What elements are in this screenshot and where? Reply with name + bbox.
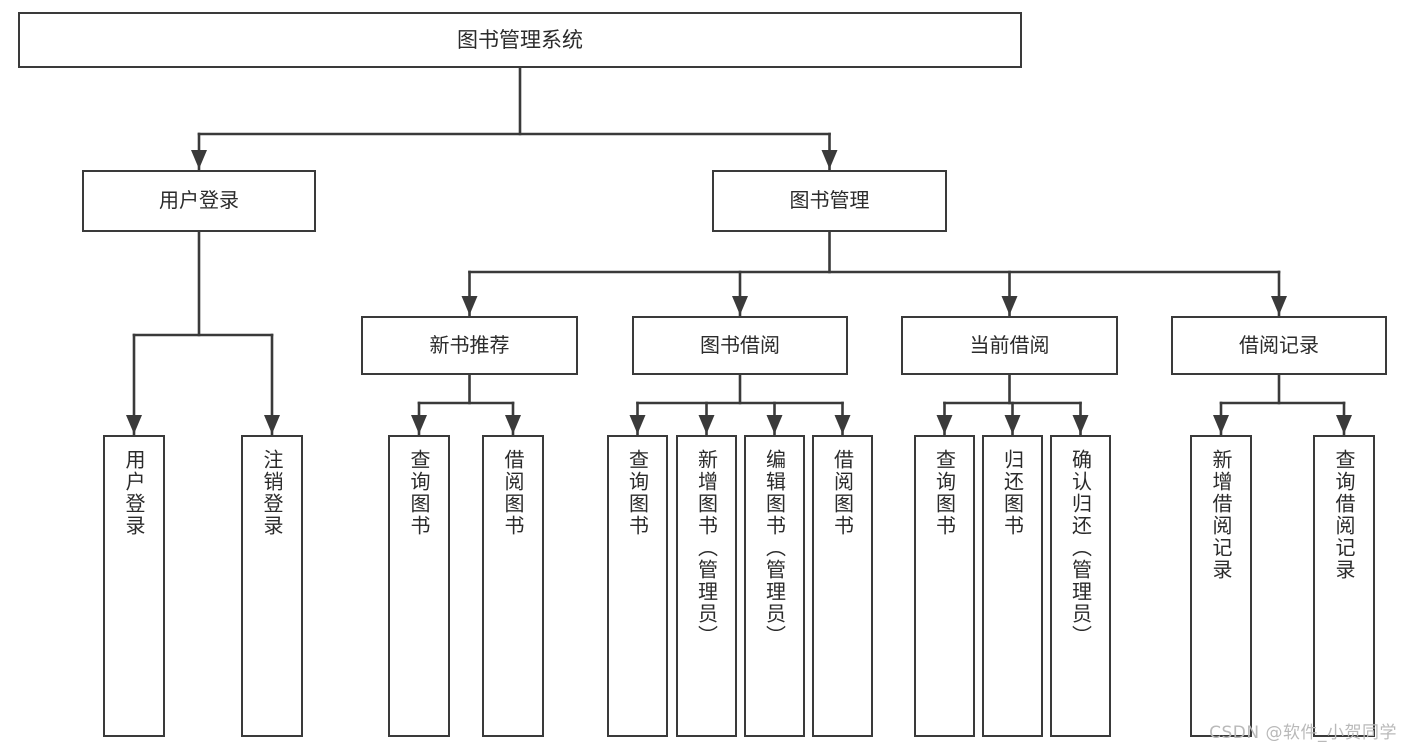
node-leaf-query-record-label: 查询借阅记录 <box>1332 449 1356 581</box>
node-book-manage[interactable]: 图书管理 <box>712 170 947 232</box>
node-leaf-user-logout[interactable]: 注销登录 <box>241 435 303 737</box>
node-book-manage-label: 图书管理 <box>789 188 870 213</box>
node-leaf-return-book[interactable]: 归还图书 <box>982 435 1043 737</box>
node-leaf-borrow-book-2-label: 借阅图书 <box>830 449 855 537</box>
node-leaf-query-book-3-label: 查询图书 <box>932 449 957 537</box>
node-book-borrow-label: 图书借阅 <box>700 332 780 357</box>
node-leaf-add-book-label: 新增图书（管理员） <box>694 449 719 647</box>
node-leaf-query-record[interactable]: 查询借阅记录 <box>1313 435 1375 737</box>
node-leaf-query-book-2-label: 查询图书 <box>625 449 650 537</box>
node-leaf-add-record-label: 新增借阅记录 <box>1209 449 1233 581</box>
node-leaf-return-book-label: 归还图书 <box>1000 449 1025 537</box>
node-user-login-label: 用户登录 <box>159 188 239 213</box>
csdn-watermark: CSDN @软件_小贺同学 <box>1209 723 1397 743</box>
node-leaf-query-book-2[interactable]: 查询图书 <box>607 435 668 737</box>
node-leaf-add-record[interactable]: 新增借阅记录 <box>1190 435 1252 737</box>
node-current-borrow-label: 当前借阅 <box>969 332 1050 357</box>
node-leaf-query-book-1-label: 查询图书 <box>407 449 431 537</box>
node-leaf-edit-book[interactable]: 编辑图书（管理员） <box>744 435 805 737</box>
node-new-book-recommend[interactable]: 新书推荐 <box>361 316 578 375</box>
node-leaf-confirm-return-label: 确认归还（管理员） <box>1068 449 1093 647</box>
node-borrow-record-label: 借阅记录 <box>1239 332 1319 357</box>
node-root-label: 图书管理系统 <box>457 27 583 52</box>
node-leaf-user-login[interactable]: 用户登录 <box>103 435 165 737</box>
node-leaf-confirm-return[interactable]: 确认归还（管理员） <box>1050 435 1111 737</box>
node-new-book-recommend-label: 新书推荐 <box>429 332 510 357</box>
node-root[interactable]: 图书管理系统 <box>18 12 1022 68</box>
node-user-login[interactable]: 用户登录 <box>82 170 316 232</box>
node-leaf-borrow-book-1[interactable]: 借阅图书 <box>482 435 544 737</box>
node-current-borrow[interactable]: 当前借阅 <box>901 316 1118 375</box>
node-leaf-edit-book-label: 编辑图书（管理员） <box>762 449 787 647</box>
node-leaf-borrow-book-2[interactable]: 借阅图书 <box>812 435 873 737</box>
node-borrow-record[interactable]: 借阅记录 <box>1171 316 1387 375</box>
node-leaf-query-book-1[interactable]: 查询图书 <box>388 435 450 737</box>
node-leaf-borrow-book-1-label: 借阅图书 <box>501 449 525 537</box>
node-leaf-user-logout-label: 注销登录 <box>260 449 284 537</box>
node-leaf-user-login-label: 用户登录 <box>122 449 146 537</box>
node-book-borrow[interactable]: 图书借阅 <box>632 316 848 375</box>
node-leaf-add-book[interactable]: 新增图书（管理员） <box>676 435 737 737</box>
node-leaf-query-book-3[interactable]: 查询图书 <box>914 435 975 737</box>
